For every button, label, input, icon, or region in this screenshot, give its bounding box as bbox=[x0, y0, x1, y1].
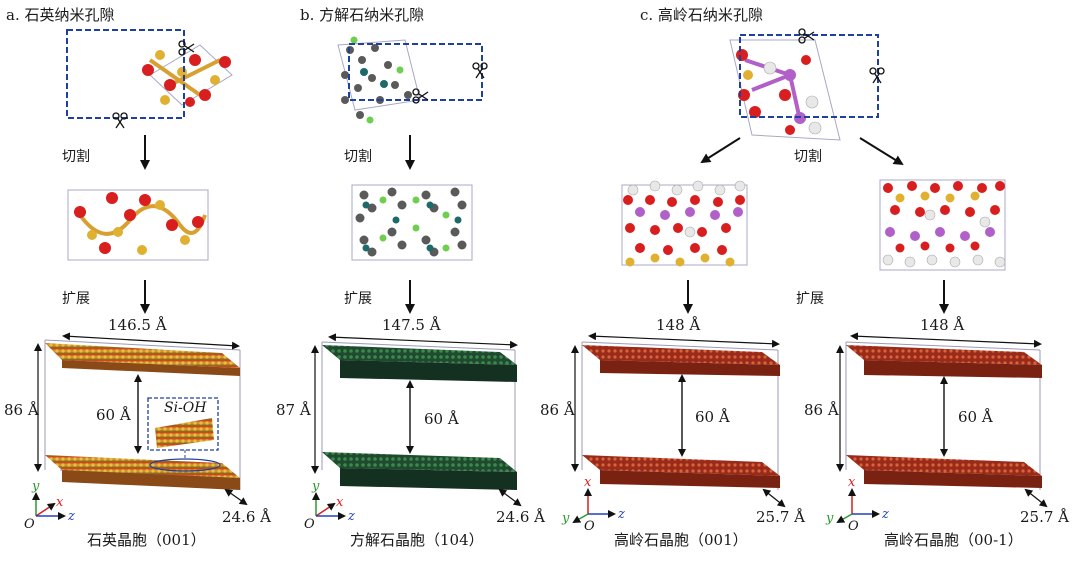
panel-a-inset-label: Si-OH bbox=[162, 400, 209, 416]
depth-dim-c-right bbox=[1024, 488, 1048, 508]
axis-label-y: y bbox=[826, 511, 834, 526]
panel-b-unit-cell bbox=[337, 36, 421, 124]
axis-label-z: z bbox=[882, 507, 889, 522]
panel-a-depth-label: 24.6 Å bbox=[222, 508, 271, 526]
axis-triad-icon bbox=[312, 492, 346, 520]
panel-c-cut-structure-right bbox=[879, 179, 1006, 271]
panel-a-width-label: 146.5 Å bbox=[108, 316, 167, 334]
scissors-icon bbox=[112, 112, 128, 129]
bottom-slab-a bbox=[45, 455, 240, 478]
panel-a-cut-structure bbox=[67, 189, 209, 261]
width-dim-b bbox=[328, 333, 518, 349]
panel-b-gap-label: 60 Å bbox=[424, 410, 459, 428]
panel-a-height-label: 86 Å bbox=[4, 401, 39, 419]
panel-a-gap-label: 60 Å bbox=[96, 406, 131, 424]
panel-c-right-height-label: 86 Å bbox=[804, 401, 839, 419]
panel-c-title: c. 高岭石纳米孔隙 bbox=[640, 6, 763, 24]
panel-c-right-gap-label: 60 Å bbox=[958, 408, 993, 426]
axis-origin: O bbox=[848, 519, 859, 534]
axis-label-y: y bbox=[32, 479, 40, 494]
cut-box-a bbox=[66, 29, 185, 119]
top-slab-b bbox=[322, 345, 517, 365]
scissors-icon bbox=[798, 28, 815, 44]
cut-box-b bbox=[348, 43, 483, 101]
top-slab-c-right bbox=[846, 345, 1042, 365]
panel-b-caption: 方解石晶胞（104） bbox=[350, 531, 484, 549]
panel-c-left-width-label: 148 Å bbox=[656, 316, 701, 334]
panel-a-expand-label: 扩展 bbox=[62, 291, 90, 307]
panel-b-expand-label: 扩展 bbox=[344, 291, 372, 307]
top-slab-c-left bbox=[582, 345, 780, 365]
axis-label-z: z bbox=[68, 509, 75, 524]
axis-label-x: x bbox=[56, 495, 64, 510]
scissors-icon bbox=[178, 40, 195, 56]
panel-c-right-depth-label: 25.7 Å bbox=[1020, 508, 1069, 526]
panel-a-cut-label: 切割 bbox=[62, 149, 90, 165]
axis-origin: O bbox=[304, 517, 315, 532]
panel-c-left-caption: 高岭石晶胞（001） bbox=[614, 531, 748, 549]
scissors-icon bbox=[412, 88, 429, 104]
panel-c-cut-structure-left bbox=[621, 180, 748, 267]
panel-b-width-label: 147.5 Å bbox=[382, 316, 441, 334]
axis-triad-icon bbox=[836, 488, 880, 523]
panel-b-depth-label: 24.6 Å bbox=[496, 508, 545, 526]
panel-c-right-caption: 高岭石晶胞（00-1） bbox=[884, 531, 1023, 549]
depth-dim-c-left bbox=[762, 488, 786, 508]
panel-b-cut-structure bbox=[351, 184, 473, 261]
axis-label-x: x bbox=[584, 475, 592, 490]
panel-a-title: a. 石英纳米孔隙 bbox=[6, 6, 115, 24]
axis-label-y: y bbox=[312, 479, 320, 494]
scissors-icon bbox=[472, 62, 488, 79]
panel-b-height-label: 87 Å bbox=[276, 401, 311, 419]
bottom-slab-c-left bbox=[582, 455, 780, 476]
panel-c-nanopore-box-left bbox=[581, 341, 780, 490]
width-dim-a bbox=[62, 332, 240, 350]
panel-b-title: b. 方解石纳米孔隙 bbox=[300, 6, 425, 24]
bottom-slab-c-right bbox=[846, 455, 1042, 476]
axis-triad-icon bbox=[32, 492, 66, 520]
depth-dim-b bbox=[498, 488, 522, 507]
scissors-icon bbox=[869, 67, 885, 84]
down-arrow-icon bbox=[859, 137, 904, 166]
depth-dim-a bbox=[224, 488, 248, 506]
panel-c-left-depth-label: 25.7 Å bbox=[756, 508, 805, 526]
axis-label-x: x bbox=[336, 495, 344, 510]
quartz-molecule bbox=[142, 50, 231, 107]
panel-c-left-height-label: 86 Å bbox=[540, 401, 575, 419]
panel-c-cut-label: 切割 bbox=[794, 149, 822, 165]
axis-label-z: z bbox=[618, 507, 625, 522]
si-oh-inset bbox=[147, 397, 219, 460]
axis-label-x: x bbox=[848, 475, 856, 490]
axis-label-y: y bbox=[562, 511, 570, 526]
axis-label-z: z bbox=[348, 509, 355, 524]
panel-c-expand-label: 扩展 bbox=[796, 291, 824, 307]
panel-a-caption: 石英晶胞（001） bbox=[87, 531, 206, 549]
axis-origin: O bbox=[584, 519, 595, 534]
width-dim-c-right bbox=[850, 332, 1042, 348]
panel-c-nanopore-box-right bbox=[845, 341, 1042, 490]
panel-a-unit-cell bbox=[142, 44, 233, 107]
panel-c-unit-cell bbox=[729, 39, 841, 141]
panel-c-right-width-label: 148 Å bbox=[920, 316, 965, 334]
panel-b-nanopore-box bbox=[321, 341, 517, 490]
width-dim-c-left bbox=[588, 332, 780, 348]
down-arrow-icon bbox=[700, 137, 741, 164]
panel-b-cut-label: 切割 bbox=[344, 149, 372, 165]
panel-c-left-gap-label: 60 Å bbox=[695, 408, 730, 426]
axis-triad-icon bbox=[572, 488, 616, 523]
axis-origin: O bbox=[24, 517, 35, 532]
bottom-slab-b bbox=[322, 452, 517, 472]
